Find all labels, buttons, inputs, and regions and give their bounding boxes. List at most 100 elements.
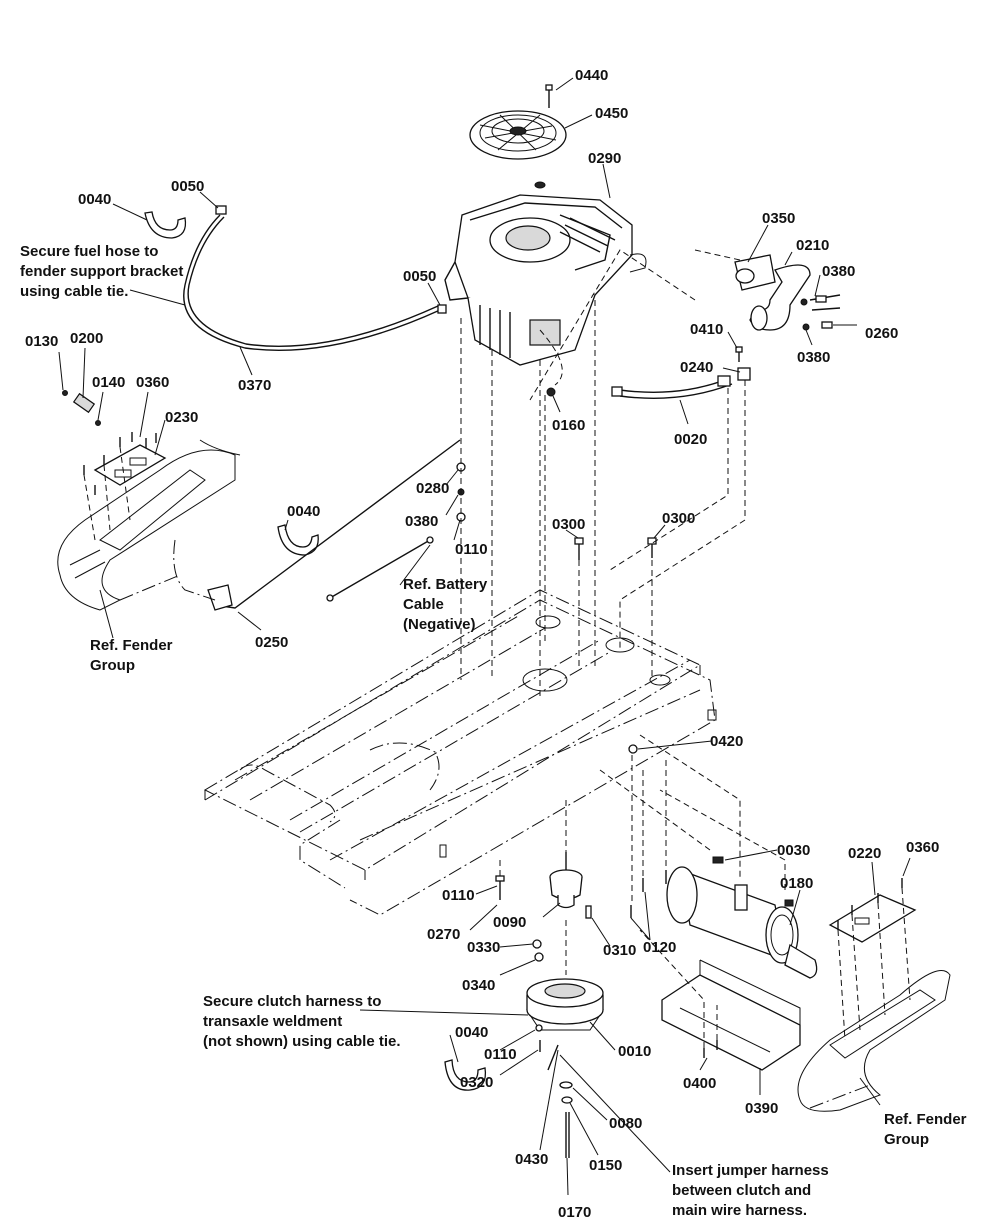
svg-text:Insert jumper harness: Insert jumper harness [672, 1162, 829, 1179]
bolt-0270 [495, 875, 505, 900]
svg-text:Group: Group [884, 1131, 929, 1148]
left-fender-group [57, 439, 241, 611]
label-0080: 0080 [609, 1115, 642, 1132]
label-0300-left: 0300 [552, 516, 585, 533]
plug-0160 [546, 387, 556, 397]
pulley-0090 [549, 852, 583, 909]
svg-text:Cable: Cable [403, 596, 444, 613]
label-0110-b: 0110 [442, 887, 475, 904]
label-0380-b: 0380 [797, 349, 830, 366]
nut-0110-clutch [535, 1024, 543, 1032]
svg-text:between clutch and: between clutch and [672, 1182, 811, 1199]
label-0020: 0020 [674, 431, 707, 448]
clamp-0050-top [215, 205, 227, 215]
fuel-hose [183, 214, 441, 352]
svg-text:Ref. Fender: Ref. Fender [884, 1111, 967, 1128]
pto-clutch [526, 978, 604, 1031]
label-0370: 0370 [238, 377, 271, 394]
exhaust-tube-0020 [611, 346, 751, 399]
label-0110-c: 0110 [484, 1046, 517, 1063]
svg-text:transaxle weldment: transaxle weldment [203, 1013, 342, 1030]
svg-text:fender support bracket: fender support bracket [20, 263, 183, 280]
label-0030: 0030 [777, 842, 810, 859]
jumper-harness [547, 1044, 559, 1071]
label-0330: 0330 [467, 939, 500, 956]
label-0360-left: 0360 [136, 374, 169, 391]
label-0160: 0160 [552, 417, 585, 434]
label-0350: 0350 [762, 210, 795, 227]
label-0010: 0010 [618, 1043, 651, 1060]
svg-text:(Negative): (Negative) [403, 616, 476, 633]
label-0430: 0430 [515, 1151, 548, 1168]
alignment-lines [83, 249, 911, 1058]
label-0120: 0120 [643, 939, 676, 956]
label-0050-top: 0050 [171, 178, 204, 195]
label-0170: 0170 [558, 1204, 591, 1220]
frame-weldment [203, 589, 717, 916]
screws-0360-left [83, 432, 157, 495]
leader-lines [58, 77, 911, 1196]
label-0220: 0220 [848, 845, 881, 862]
note-battery-cable: Ref. Battery Cable (Negative) [403, 576, 488, 633]
label-0310: 0310 [603, 942, 636, 959]
label-0140: 0140 [92, 374, 125, 391]
washer-0340 [534, 952, 544, 962]
label-0400: 0400 [683, 1075, 716, 1092]
label-0360-right: 0360 [906, 839, 939, 856]
label-0110-a: 0110 [455, 541, 488, 558]
svg-text:Group: Group [90, 657, 135, 674]
svg-text:Ref. Fender: Ref. Fender [90, 637, 173, 654]
label-0420: 0420 [710, 733, 743, 750]
label-0040-bottom: 0040 [455, 1024, 488, 1041]
svg-text:main wire harness.: main wire harness. [672, 1202, 807, 1219]
part-number-labels: 0440 0450 0290 0050 0040 0050 0370 0350 … [25, 67, 939, 1220]
key-0310 [585, 905, 592, 919]
exhaust-pipe [734, 254, 841, 331]
svg-text:(not shown) using cable tie.: (not shown) using cable tie. [203, 1033, 401, 1050]
note-clutch-harness: Secure clutch harness to transaxle weldm… [203, 993, 401, 1050]
label-0040-top: 0040 [78, 191, 111, 208]
label-0150: 0150 [589, 1157, 622, 1174]
label-0250: 0250 [255, 634, 288, 651]
heat-shield [661, 959, 801, 1071]
svg-text:using cable tie.: using cable tie. [20, 283, 128, 300]
note-fuel-hose: Secure fuel hose to fender support brack… [20, 243, 183, 300]
label-0050: 0050 [403, 268, 436, 285]
label-0040-mid: 0040 [287, 503, 320, 520]
bracket-0230 [93, 444, 167, 486]
engine [444, 181, 647, 366]
clip-0040-mid [277, 524, 319, 556]
bolt-0300-left [574, 537, 584, 560]
air-cleaner-cover [469, 110, 567, 160]
bolt-0440 [545, 84, 553, 108]
label-0180: 0180 [780, 875, 813, 892]
label-0290: 0290 [588, 150, 621, 167]
label-0090: 0090 [493, 914, 526, 931]
clamp-0050 [437, 304, 447, 314]
washer-0150 [561, 1096, 573, 1104]
label-0320: 0320 [460, 1074, 493, 1091]
label-0380-a: 0380 [822, 263, 855, 280]
muffler [666, 856, 818, 979]
label-0210: 0210 [796, 237, 829, 254]
note-fender-left: Ref. Fender Group [90, 637, 173, 674]
svg-text:Secure fuel hose to: Secure fuel hose to [20, 243, 158, 260]
label-0270: 0270 [427, 926, 460, 943]
right-fender-group [797, 970, 951, 1112]
label-0410: 0410 [690, 321, 723, 338]
label-0280: 0280 [416, 480, 449, 497]
label-0450: 0450 [595, 105, 628, 122]
nut-0420 [628, 744, 638, 754]
washer-0330 [532, 939, 542, 949]
bolts-0120 [630, 870, 667, 918]
label-0230: 0230 [165, 409, 198, 426]
screws-0360-right [837, 878, 903, 930]
note-jumper-harness: Insert jumper harness between clutch and… [672, 1162, 829, 1219]
svg-text:Secure clutch harness to: Secure clutch harness to [203, 993, 381, 1010]
label-0200: 0200 [70, 330, 103, 347]
washer-0080 [559, 1081, 573, 1089]
label-0260: 0260 [865, 325, 898, 342]
clip-0040-top [144, 211, 187, 239]
note-fender-right: Ref. Fender Group [884, 1111, 967, 1148]
